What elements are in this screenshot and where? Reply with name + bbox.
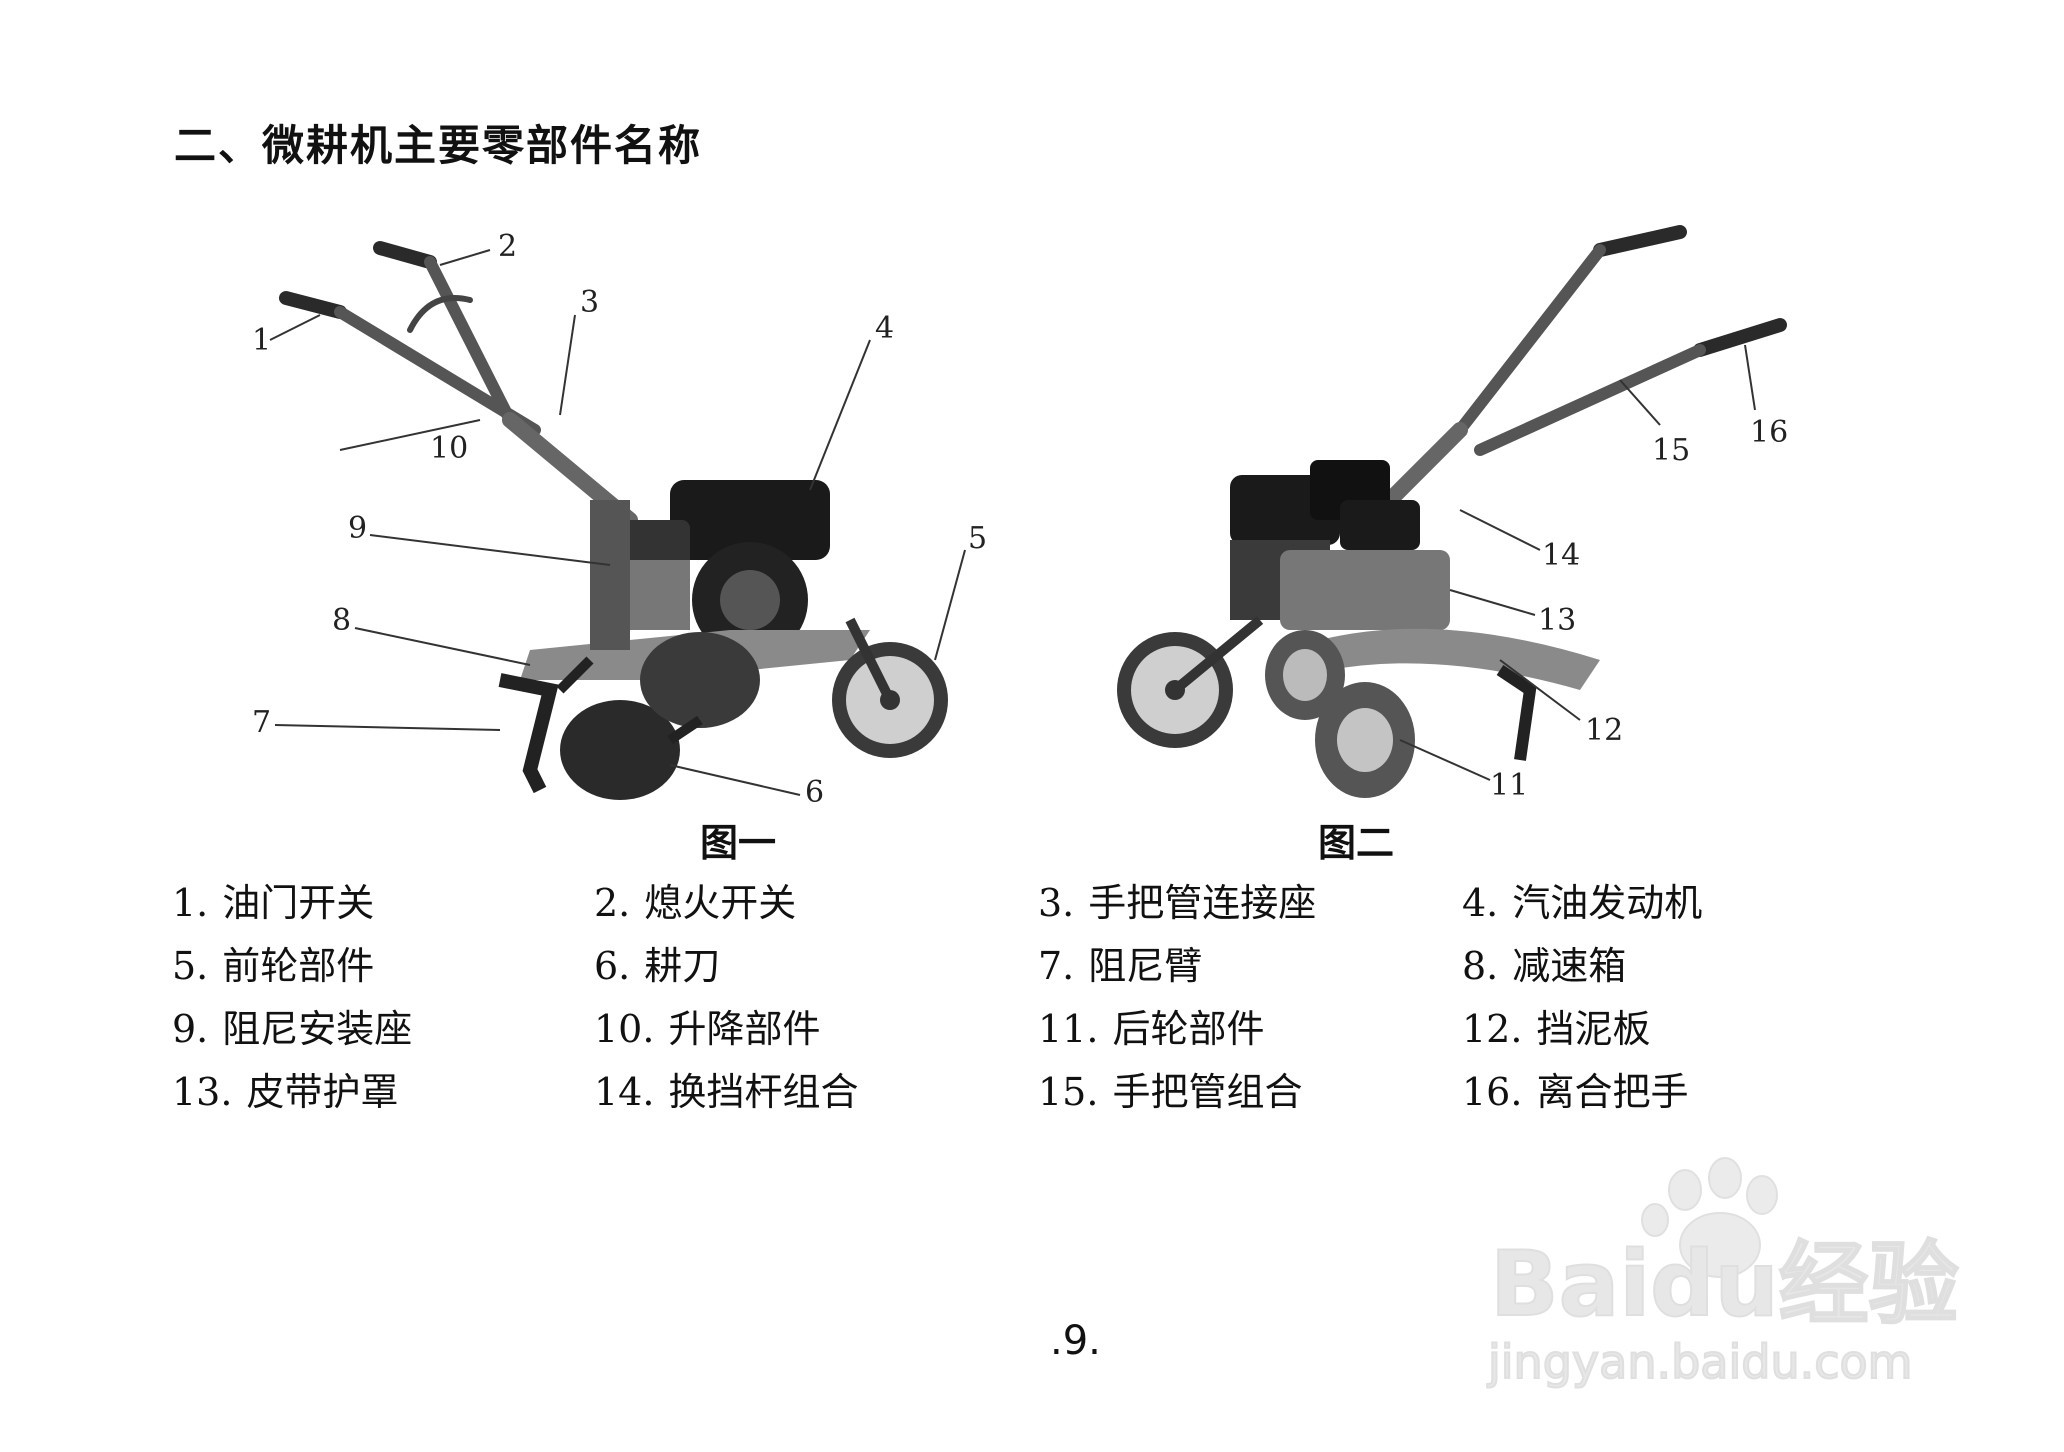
front-wheel-illustration xyxy=(832,617,948,758)
part-item: 6. 耕刀 xyxy=(594,935,1038,998)
part-name: 前轮部件 xyxy=(222,944,375,988)
callout-6: 6 xyxy=(805,775,824,810)
part-item: 2. 熄火开关 xyxy=(594,872,1038,935)
callout-1: 1 xyxy=(252,323,271,358)
part-name: 换挡杆组合 xyxy=(668,1070,859,1114)
part-name: 手把管组合 xyxy=(1112,1070,1303,1114)
callout-11: 11 xyxy=(1490,768,1528,803)
part-number: 10. xyxy=(594,1007,655,1051)
callout-12: 12 xyxy=(1585,713,1623,748)
damping-arm-illustration xyxy=(1496,665,1537,761)
part-number: 13. xyxy=(172,1070,233,1114)
tiller-tines-illustration xyxy=(556,632,760,800)
part-item: 5. 前轮部件 xyxy=(172,935,594,998)
part-item: 4. 汽油发动机 xyxy=(1462,872,1862,935)
part-number: 12. xyxy=(1462,1007,1523,1051)
section-title: 二、微耕机主要零部件名称 xyxy=(174,121,703,170)
part-number: 9. xyxy=(172,1007,209,1051)
part-item: 16. 离合把手 xyxy=(1462,1061,1862,1124)
paw-logo-icon xyxy=(1641,1157,1778,1278)
part-number: 15. xyxy=(1038,1070,1099,1114)
part-name: 耕刀 xyxy=(644,944,721,988)
rear-wheels-illustration xyxy=(1265,630,1415,798)
callout-13: 13 xyxy=(1538,603,1576,638)
part-item: 8. 减速箱 xyxy=(1462,935,1862,998)
part-name: 油门开关 xyxy=(222,881,375,925)
part-number: 4. xyxy=(1462,881,1499,925)
figure-1-tiller-front-illustration: 1 2 3 4 5 6 7 8 9 10 xyxy=(252,229,987,810)
part-name: 皮带护罩 xyxy=(246,1070,399,1114)
callout-leaders-fig1 xyxy=(269,249,966,796)
watermark-brand: Baidu经验 xyxy=(1490,1232,1959,1337)
callout-15: 15 xyxy=(1652,433,1690,468)
part-name: 阻尼安装座 xyxy=(222,1007,413,1051)
part-item: 3. 手把管连接座 xyxy=(1038,872,1462,935)
handlebar-illustration xyxy=(1372,225,1787,518)
part-number: 1. xyxy=(172,881,209,925)
callout-2: 2 xyxy=(498,229,517,264)
callout-5: 5 xyxy=(968,521,987,556)
part-number: 16. xyxy=(1462,1070,1523,1114)
part-number: 11. xyxy=(1038,1007,1099,1051)
figure-2-caption: 图二 xyxy=(1318,821,1395,865)
part-number: 3. xyxy=(1038,881,1075,925)
part-item: 10. 升降部件 xyxy=(594,998,1038,1061)
part-number: 7. xyxy=(1038,944,1075,988)
part-number: 14. xyxy=(594,1070,655,1114)
part-name: 熄火开关 xyxy=(644,881,797,925)
callout-9: 9 xyxy=(348,511,367,546)
callout-4: 4 xyxy=(875,311,894,346)
belt-cover-illustration xyxy=(1280,550,1450,630)
part-name: 阻尼臂 xyxy=(1088,944,1203,988)
part-item: 12. 挡泥板 xyxy=(1462,998,1862,1061)
part-number: 6. xyxy=(594,944,631,988)
page-number: .9. xyxy=(1050,1318,1101,1364)
callout-7: 7 xyxy=(252,705,271,740)
handlebar-illustration xyxy=(279,241,638,528)
part-number: 5. xyxy=(172,944,209,988)
part-name: 挡泥板 xyxy=(1536,1007,1651,1051)
part-item: 13. 皮带护罩 xyxy=(172,1061,594,1124)
callout-leaders-fig2 xyxy=(1399,344,1756,781)
part-name: 后轮部件 xyxy=(1112,1007,1265,1051)
part-item: 15. 手把管组合 xyxy=(1038,1061,1462,1124)
part-name: 手把管连接座 xyxy=(1088,881,1317,925)
figure-2-tiller-rear-illustration: 11 12 13 14 15 16 xyxy=(1117,225,1788,803)
part-name: 汽油发动机 xyxy=(1512,881,1703,925)
part-name: 升降部件 xyxy=(668,1007,821,1051)
front-wheel-illustration xyxy=(1117,616,1264,748)
parts-list: 1. 油门开关 2. 熄火开关 3. 手把管连接座 4. 汽油发动机 5. 前轮部件 6.… xyxy=(172,872,1862,1124)
part-item: 14. 换挡杆组合 xyxy=(594,1061,1038,1124)
baidu-jingyan-watermark: Baidu经验 jingyan.baidu.com xyxy=(1486,1157,1960,1390)
callout-3: 3 xyxy=(580,285,599,320)
fender-illustration xyxy=(1320,628,1600,690)
damping-arm-illustration xyxy=(498,673,559,794)
part-name: 离合把手 xyxy=(1536,1070,1689,1114)
callout-16: 16 xyxy=(1750,415,1788,450)
part-item: 1. 油门开关 xyxy=(172,872,594,935)
part-item: 9. 阻尼安装座 xyxy=(172,998,594,1061)
part-item: 7. 阻尼臂 xyxy=(1038,935,1462,998)
callout-14: 14 xyxy=(1542,538,1580,573)
callout-10: 10 xyxy=(430,431,468,466)
part-number: 2. xyxy=(594,881,631,925)
part-name: 减速箱 xyxy=(1512,944,1627,988)
figure-1-caption: 图一 xyxy=(700,821,777,865)
part-item: 11. 后轮部件 xyxy=(1038,998,1462,1061)
watermark-url: jingyan.baidu.com xyxy=(1487,1335,1913,1389)
part-number: 8. xyxy=(1462,944,1499,988)
callout-8: 8 xyxy=(332,603,351,638)
